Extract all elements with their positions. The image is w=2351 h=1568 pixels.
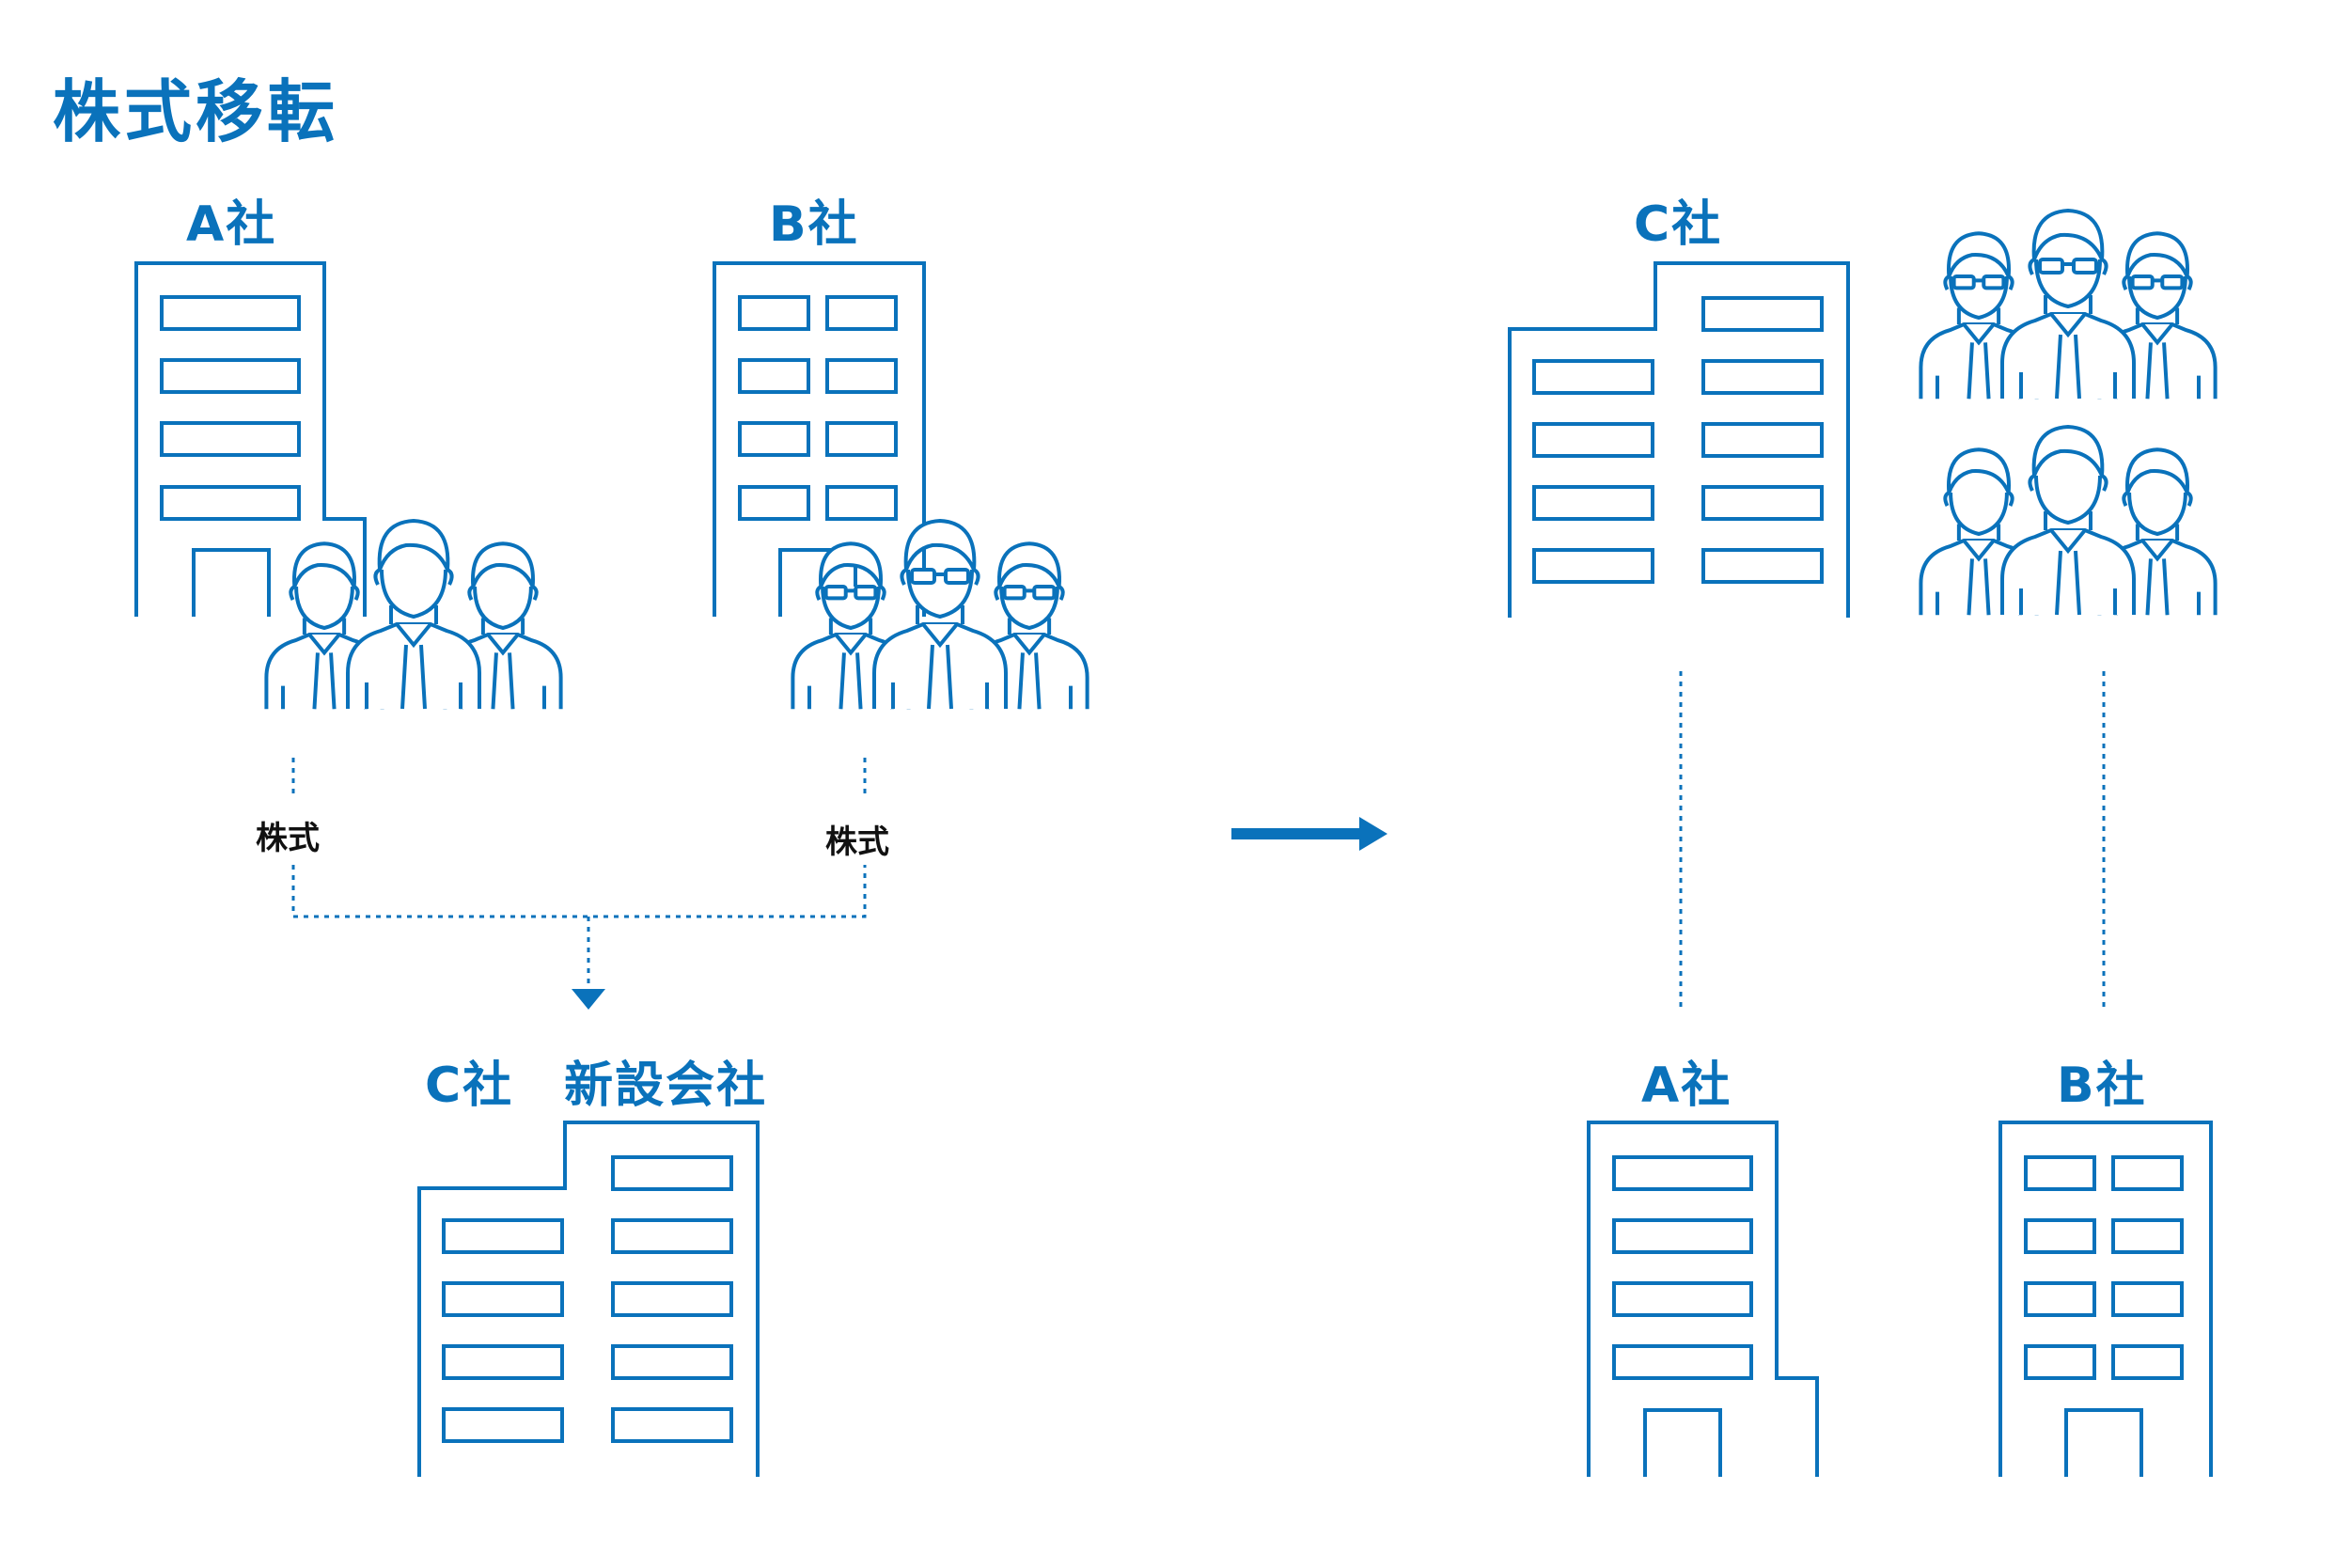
- building-window: [160, 421, 301, 457]
- page-title: 株式移転: [53, 72, 339, 151]
- building-window: [611, 1407, 733, 1443]
- building-window: [1532, 422, 1654, 458]
- building-window: [825, 358, 898, 394]
- building-window: [2024, 1344, 2096, 1380]
- shares-label-left: 株式: [256, 820, 320, 857]
- building-window: [442, 1218, 564, 1254]
- building-window: [2024, 1281, 2096, 1317]
- label-company-a-after: A社: [1641, 1058, 1732, 1114]
- building-window: [1612, 1218, 1753, 1254]
- building-door: [192, 548, 271, 617]
- building-a-after-icon: [1587, 1121, 1819, 1477]
- building-b-before-icon: [713, 261, 926, 617]
- building-window: [1532, 485, 1654, 521]
- building-window: [2111, 1218, 2184, 1254]
- building-door: [1643, 1408, 1722, 1477]
- building-window: [2111, 1344, 2184, 1380]
- building-window: [2111, 1281, 2184, 1317]
- people-group-c-top-icon: [1919, 209, 2218, 401]
- building-window: [1612, 1281, 1753, 1317]
- building-window: [2024, 1218, 2096, 1254]
- building-window: [611, 1281, 733, 1317]
- share-flow-lines: [291, 671, 2106, 1011]
- person-icon: [2000, 209, 2136, 400]
- person-icon: [346, 519, 481, 711]
- building-window: [611, 1218, 733, 1254]
- label-company-b-after: B社: [2057, 1058, 2147, 1114]
- building-window: [2111, 1155, 2184, 1191]
- down-arrow-icon: [572, 989, 605, 1010]
- building-window: [825, 295, 898, 331]
- building-a-before-icon: [134, 261, 367, 617]
- label-new-company-c: C社 新設会社: [425, 1058, 768, 1114]
- building-window: [1532, 548, 1654, 584]
- building-window: [442, 1344, 564, 1380]
- people-group-b-before-icon: [791, 519, 1089, 712]
- building-window: [442, 1281, 564, 1317]
- person-icon: [872, 519, 1008, 711]
- building-window: [160, 358, 301, 394]
- label-company-b-before: B社: [769, 196, 859, 253]
- building-window: [1701, 296, 1824, 332]
- building-window: [1701, 422, 1824, 458]
- building-window: [160, 485, 301, 521]
- building-window: [1612, 1155, 1753, 1191]
- building-window: [611, 1344, 733, 1380]
- building-window: [738, 421, 810, 457]
- label-company-a-before: A社: [186, 196, 277, 253]
- people-group-c-bottom-icon: [1919, 425, 2218, 618]
- building-window: [1701, 359, 1824, 395]
- people-group-a-before-icon: [264, 519, 563, 712]
- building-door: [778, 548, 857, 617]
- building-window: [738, 358, 810, 394]
- building-window: [1701, 485, 1824, 521]
- shares-label-right: 株式: [825, 823, 889, 861]
- building-window: [1532, 359, 1654, 395]
- building-window: [2024, 1155, 2096, 1191]
- right-arrow-shaft: [1231, 828, 1363, 839]
- building-window: [1701, 548, 1824, 584]
- building-c-new-icon: [417, 1121, 760, 1477]
- person-icon: [2000, 425, 2136, 617]
- right-arrow-icon: [1359, 817, 1387, 851]
- building-window: [1612, 1344, 1753, 1380]
- building-window: [611, 1155, 733, 1191]
- building-window: [738, 295, 810, 331]
- building-window: [825, 421, 898, 457]
- building-window: [442, 1407, 564, 1443]
- building-door: [2064, 1408, 2143, 1477]
- building-window: [160, 295, 301, 331]
- building-c-after-icon: [1508, 261, 1850, 618]
- building-b-after-icon: [1998, 1121, 2213, 1477]
- label-company-c-after: C社: [1634, 196, 1723, 253]
- building-window: [825, 485, 898, 521]
- building-window: [738, 485, 810, 521]
